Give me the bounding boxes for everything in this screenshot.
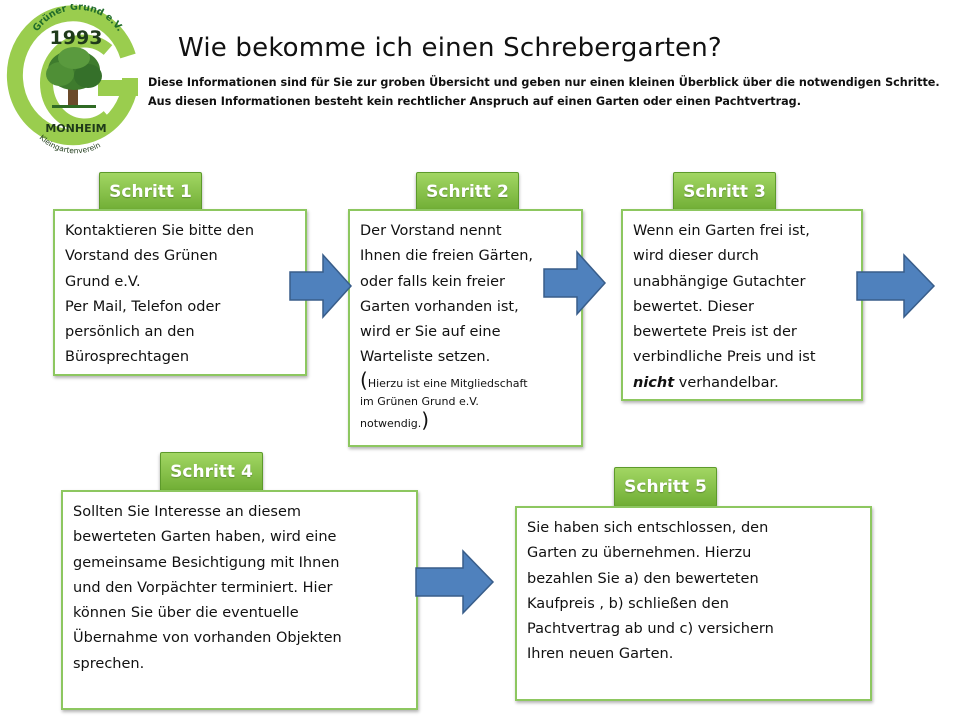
step-2-line: Der Vorstand nennt: [360, 223, 502, 239]
note-line: notwendig.: [360, 416, 422, 430]
step-1-badge: Schritt 1: [99, 172, 202, 212]
step-5-badge: Schritt 5: [614, 467, 717, 507]
step-5-box: Sie haben sich entschlossen, den Garten …: [515, 506, 872, 701]
arrow-right-icon: [289, 253, 353, 319]
arrow-right-icon: [856, 253, 936, 319]
tree-trunk: [68, 80, 78, 106]
arrow-right-icon: [415, 549, 495, 615]
step-3-line: wird dieser durch: [633, 248, 759, 265]
logo-year: 1993: [50, 27, 103, 49]
club-logo: Grüner Grund e.V. 1993 MONHEIM Kleingart…: [2, 2, 148, 155]
step-2-badge: Schritt 2: [416, 172, 519, 212]
step-1-line: Per Mail, Telefon oder: [65, 298, 221, 315]
step-2-line: Garten vorhanden ist,: [360, 298, 519, 315]
step-1-box: Kontaktieren Sie bitte den Vorstand des …: [53, 209, 307, 376]
step-3-line: Wenn ein Garten frei ist,: [633, 223, 810, 239]
step-2-line: Ihnen die freien Gärten,: [360, 248, 534, 265]
step-4-line: Übernahme von vorhanden Objekten: [73, 630, 342, 647]
step-4-line: Sollten Sie Interesse an diesem: [73, 504, 302, 520]
note-close-paren: ): [421, 407, 430, 432]
step-1-line: Bürosprechtagen: [65, 349, 190, 366]
step-3-line: nicht verhandelbar.: [633, 371, 853, 396]
step-1-line: Vorstand des Grünen: [65, 248, 218, 265]
step-3-line: bewertete Preis ist der: [633, 324, 797, 341]
page-title: Wie bekomme ich einen Schrebergarten?: [178, 33, 722, 63]
step-5-line: Pachtvertrag ab und c) versichern: [527, 621, 774, 638]
step-2-box: Der Vorstand nennt Ihnen die freien Gärt…: [348, 209, 583, 447]
step-3-line: unabhängige Gutachter: [633, 273, 806, 290]
step-4-line: gemeinsame Besichtigung mit Ihnen: [73, 554, 340, 571]
logo-city: MONHEIM: [45, 122, 106, 135]
step-5-line: bezahlen Sie a) den bewerteten: [527, 570, 759, 587]
note-line: Hierzu ist eine Mitgliedschaft: [367, 376, 528, 390]
step-4-line: bewerteten Garten haben, wird eine: [73, 529, 337, 546]
step-1-line: Kontaktieren Sie bitte den: [65, 223, 255, 239]
step-1-line: Grund e.V.: [65, 273, 141, 290]
step-4-line: sprechen.: [73, 655, 145, 672]
emphasis-nicht: nicht: [633, 374, 675, 391]
intro-text: Diese Informationen sind für Sie zur gro…: [148, 73, 956, 111]
step-3-box: Wenn ein Garten frei ist, wird dieser du…: [621, 209, 863, 401]
step-3-line: bewertet. Dieser: [633, 298, 754, 315]
note-open-paren: (: [360, 367, 368, 392]
step-5-line: Ihren neuen Garten.: [527, 646, 674, 663]
step-5-line: Kaufpreis , b) schließen den: [527, 595, 729, 612]
step-5-line: Garten zu übernehmen. Hierzu: [527, 545, 752, 562]
arrow-right-icon: [543, 250, 607, 316]
step-2-line: Warteliste setzen.: [360, 349, 491, 366]
step-1-line: persönlich an den: [65, 324, 195, 341]
step-3-line-rest: verhandelbar.: [674, 374, 779, 391]
step-4-line: können Sie über die eventuelle: [73, 605, 299, 622]
step-2-line: wird er Sie auf eine: [360, 324, 501, 341]
step-5-line: Sie haben sich entschlossen, den: [527, 520, 769, 536]
step-2-line: oder falls kein freier: [360, 273, 505, 290]
step-4-box: Sollten Sie Interesse an diesem bewertet…: [61, 490, 418, 710]
step-3-badge: Schritt 3: [673, 172, 776, 212]
step-4-badge: Schritt 4: [160, 452, 263, 492]
note-line: im Grünen Grund e.V.: [360, 394, 479, 408]
step-4-line: und den Vorpächter terminiert. Hier: [73, 579, 333, 596]
intro-line: Diese Informationen sind für Sie zur gro…: [148, 76, 940, 89]
step-2-note: (Hierzu ist eine Mitgliedschaft im Grüne…: [360, 367, 573, 433]
intro-line: Aus diesen Informationen besteht kein re…: [148, 95, 801, 108]
club-logo-graphic: Grüner Grund e.V. 1993 MONHEIM Kleingart…: [6, 2, 138, 155]
step-3-line: verbindliche Preis und ist: [633, 349, 816, 366]
